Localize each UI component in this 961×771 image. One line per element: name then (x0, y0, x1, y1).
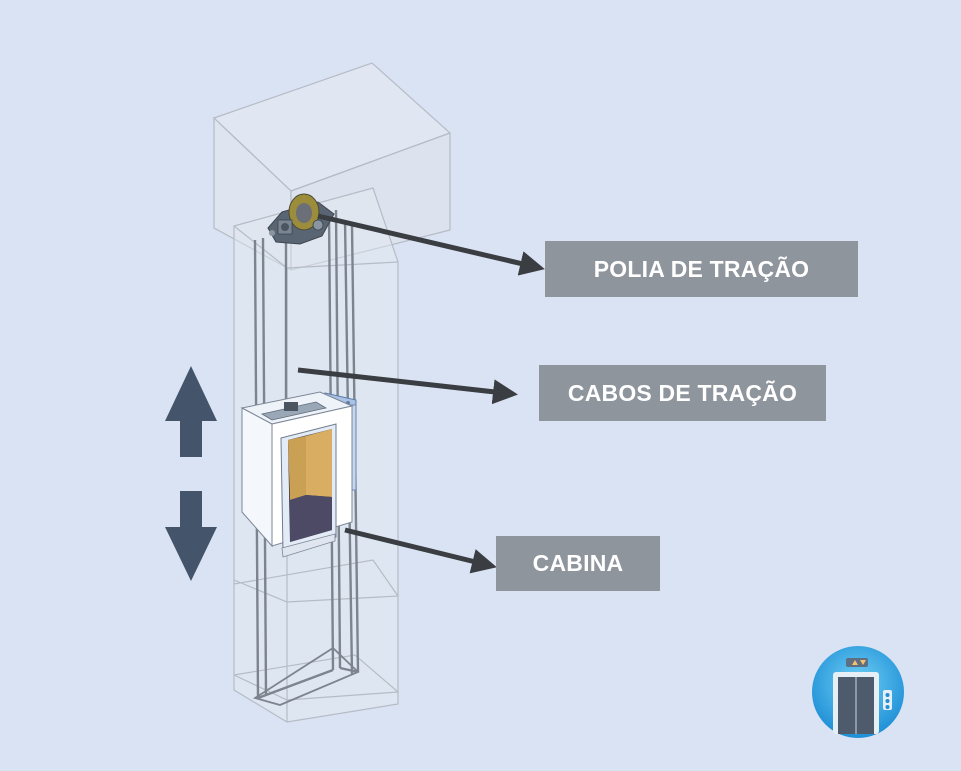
leader-cabina (344, 527, 497, 574)
leader-arrows (297, 213, 545, 574)
elevator-icon (812, 646, 904, 738)
traction-sheave (267, 193, 335, 245)
leader-cabos (297, 367, 518, 405)
arrow-down-icon (165, 491, 217, 581)
cabin (240, 391, 354, 558)
label-traction-sheave: POLIA DE TRAÇÃO (545, 241, 858, 297)
label-cabin: CABINA (496, 536, 660, 591)
arrow-up-icon (165, 366, 217, 457)
shaft-pit (252, 646, 360, 706)
leader-polia (317, 213, 545, 276)
label-traction-cables: CABOS DE TRAÇÃO (539, 365, 826, 421)
